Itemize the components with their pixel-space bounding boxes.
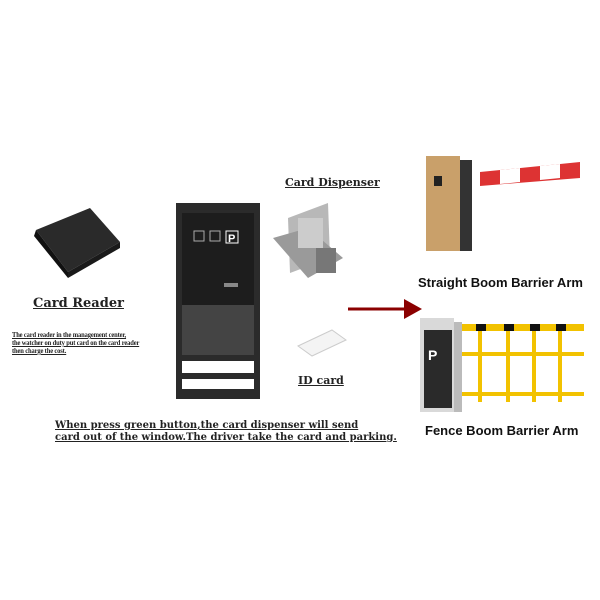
id-card-image: [297, 329, 347, 357]
description-line: then charge the cost.: [12, 347, 67, 355]
description-line: the watcher on duty put card on the card…: [12, 339, 140, 347]
arrow-icon: [348, 299, 422, 319]
straight-barrier-label: Straight Boom Barrier Arm: [418, 275, 583, 290]
card-dispenser-label: Card Dispenser: [285, 176, 380, 189]
dispenser-note: When press green button,the card dispens…: [55, 420, 397, 444]
id-card-label: ID card: [298, 374, 344, 387]
kiosk-p-symbol: P: [228, 233, 235, 245]
card-reader-image: [34, 208, 120, 278]
note-line: card out of the window.The driver take t…: [55, 432, 397, 443]
fence-barrier-image: P: [420, 318, 584, 412]
fence-p-symbol: P: [428, 347, 437, 363]
straight-barrier-image: [426, 156, 580, 251]
card-dispenser-image: [273, 203, 343, 278]
card-reader-label: Card Reader: [33, 296, 124, 311]
fence-barrier-label: Fence Boom Barrier Arm: [425, 423, 579, 438]
description-line: The card reader in the management center…: [12, 331, 127, 339]
kiosk-image: P: [176, 203, 260, 399]
card-reader-description: The card reader in the management center…: [12, 331, 139, 355]
note-line: When press green button,the card dispens…: [55, 420, 359, 431]
